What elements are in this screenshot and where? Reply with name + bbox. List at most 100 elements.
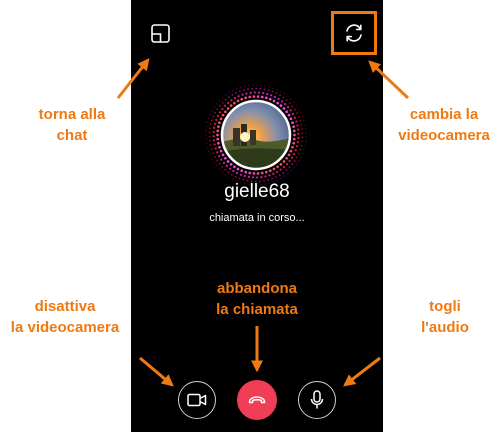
ring-dot xyxy=(235,92,237,94)
ring-dot xyxy=(205,138,207,140)
ring-dot xyxy=(299,148,302,151)
ring-dot xyxy=(248,95,252,99)
toggle-camera-button[interactable] xyxy=(178,381,216,419)
ring-dot xyxy=(271,90,274,93)
ring-dot xyxy=(297,136,300,140)
ring-dot xyxy=(210,119,213,122)
ring-dot xyxy=(272,172,275,175)
ring-dot xyxy=(251,176,255,179)
ring-dot xyxy=(267,89,270,92)
annotation-switch-camera: cambia la videocamera xyxy=(392,104,496,146)
ring-dot xyxy=(279,104,283,108)
ring-dot xyxy=(244,96,248,100)
ring-dot xyxy=(270,94,273,97)
ring-dot xyxy=(224,98,227,101)
ring-dot xyxy=(232,169,235,173)
annotation-line: videocamera xyxy=(398,127,490,144)
ring-dot xyxy=(240,97,244,101)
ring-dot xyxy=(218,111,222,114)
ring-dot xyxy=(301,136,304,139)
ring-dot xyxy=(290,170,292,172)
ring-dot xyxy=(252,84,254,86)
ring-dot xyxy=(248,84,250,87)
ring-dot xyxy=(256,172,260,175)
ring-dot xyxy=(256,95,260,98)
ring-dot xyxy=(279,162,283,166)
ring-dot xyxy=(227,171,230,174)
ring-dot xyxy=(218,162,221,165)
ring-dot xyxy=(212,139,215,142)
ring-dot xyxy=(277,97,280,101)
ring-dot xyxy=(220,158,223,161)
ring-dot xyxy=(304,140,307,142)
ring-dot xyxy=(211,158,213,160)
ring-dot xyxy=(303,148,305,151)
ring-dot xyxy=(247,183,250,186)
ring-dot xyxy=(264,170,268,174)
ring-dot xyxy=(260,84,262,86)
ring-dot xyxy=(206,125,208,128)
ring-dot xyxy=(235,88,238,90)
ring-dot xyxy=(242,89,245,92)
ring-dot xyxy=(283,93,286,95)
ring-dot xyxy=(206,146,209,149)
ring-dot xyxy=(287,113,291,117)
ring-dot xyxy=(297,116,300,118)
ring-dot xyxy=(261,91,265,95)
ring-dot xyxy=(221,113,225,117)
ring-dot xyxy=(229,162,233,166)
annotation-back-to-chat: torna alla chat xyxy=(22,104,122,146)
ring-dot xyxy=(214,147,217,150)
ring-dot xyxy=(212,152,215,154)
annotation-line: disattiva xyxy=(34,298,96,315)
ring-dot xyxy=(218,145,221,149)
ring-dot xyxy=(267,178,270,181)
ring-dot xyxy=(249,91,252,94)
mute-audio-button[interactable] xyxy=(298,381,336,419)
ring-dot xyxy=(301,132,304,135)
switch-camera-button[interactable] xyxy=(331,11,377,55)
ring-dot xyxy=(243,85,246,87)
ring-dot xyxy=(254,180,257,183)
ring-dot xyxy=(228,92,230,94)
ring-dot xyxy=(292,152,296,156)
ring-dot xyxy=(284,102,287,106)
ring-dot xyxy=(285,110,288,114)
ring-dot xyxy=(216,159,218,162)
ring-dot xyxy=(256,84,258,86)
ring-dot xyxy=(226,160,230,163)
ring-dot xyxy=(233,165,236,169)
ring-dot xyxy=(225,94,227,96)
ring-dot xyxy=(292,125,295,129)
ring-dot xyxy=(256,184,258,186)
hang-up-button[interactable] xyxy=(237,380,277,420)
ring-dot xyxy=(276,179,278,181)
ring-dot xyxy=(236,167,240,171)
ring-dot xyxy=(305,132,307,134)
ring-dot xyxy=(296,140,300,144)
ring-dot xyxy=(290,156,294,159)
ring-dot xyxy=(216,151,219,154)
ring-dot xyxy=(217,154,221,158)
ring-dot xyxy=(212,130,215,134)
ring-dot xyxy=(224,110,227,114)
ring-dot xyxy=(268,169,272,173)
ring-dot xyxy=(219,117,223,121)
back-to-chat-button[interactable] xyxy=(149,22,173,46)
ring-dot xyxy=(296,112,298,115)
ring-dot xyxy=(282,171,285,174)
ring-dot xyxy=(294,149,297,152)
annotation-hang-up: abbandona la chiamata xyxy=(200,278,314,320)
ring-dot xyxy=(229,104,233,108)
ring-dot xyxy=(221,101,224,104)
ring-dot xyxy=(228,176,230,178)
ring-dot xyxy=(224,156,227,160)
phone-hangup-icon xyxy=(248,396,266,404)
ring-dot xyxy=(282,165,286,169)
ring-dot xyxy=(247,88,249,91)
ring-dot xyxy=(232,89,234,92)
ring-dot xyxy=(256,176,259,179)
ring-dot xyxy=(295,104,298,107)
ring-dot xyxy=(275,92,278,95)
ring-dot xyxy=(212,135,215,138)
